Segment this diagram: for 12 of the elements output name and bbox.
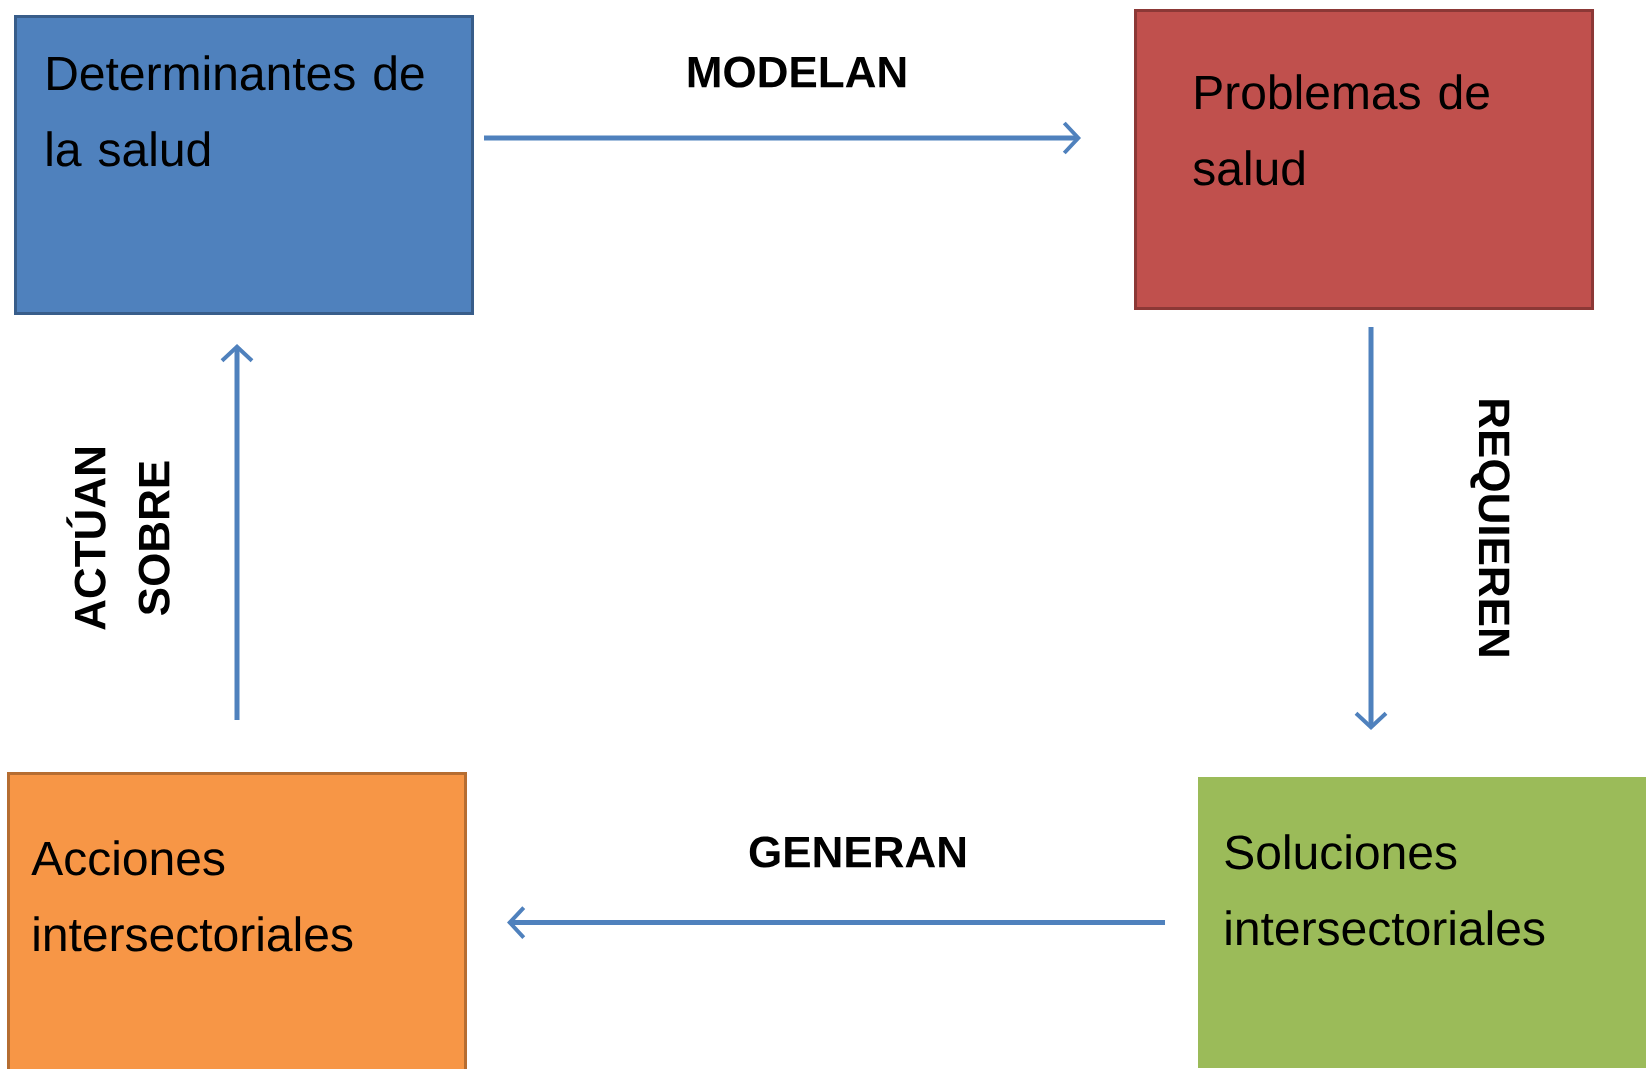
- process-box: Problemas de salud: [1134, 9, 1594, 310]
- edge-label: REQUIEREN: [1470, 400, 1510, 656]
- process-box: Acciones intersectoriales: [7, 772, 467, 1069]
- edge-label: ACTÚAN SOBRE: [66, 448, 170, 630]
- process-box: Determinantes de la salud: [14, 15, 474, 315]
- arrow: [484, 121, 1081, 155]
- edge-label: GENERAN: [749, 836, 966, 868]
- arrow: [1354, 327, 1388, 730]
- arrow: [507, 906, 1165, 939]
- edge-label: MODELAN: [688, 56, 906, 88]
- process-box: Soluciones intersectoriales: [1198, 777, 1646, 1068]
- arrow: [220, 344, 254, 720]
